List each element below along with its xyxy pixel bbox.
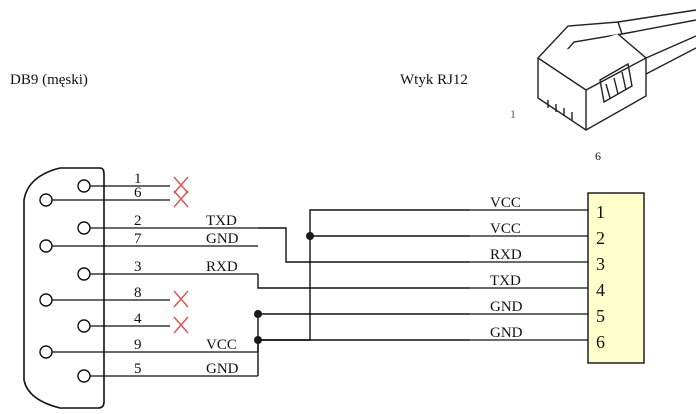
db9-signal-label-5: GND <box>206 361 239 377</box>
rj12-pin-number-5: 5 <box>596 306 605 326</box>
db9-signal-label-9: VCC <box>206 337 237 353</box>
rj12-plug-drawing <box>537 9 696 131</box>
rj12-pin-number-4: 4 <box>596 280 605 300</box>
wire-db9-2-to-rj12-3 <box>258 227 470 263</box>
db9-pin-number-1: 1 <box>134 171 142 187</box>
rj12-pin-number-3: 3 <box>596 254 605 274</box>
db9-pin-circle-8 <box>39 293 53 307</box>
rj12-pin-number-2: 2 <box>596 228 605 248</box>
rj12-drawing-pin1: 1 <box>510 107 516 121</box>
db9-pin-number-2: 2 <box>134 213 142 229</box>
db9-signal-label-3: RXD <box>206 259 238 275</box>
junction-dot-gnd-6 <box>254 336 262 344</box>
db9-pin-number-5: 5 <box>134 361 142 377</box>
wire-vcc-bus <box>257 209 470 352</box>
rj12-title: Wtyk RJ12 <box>400 72 468 88</box>
no-connect-mark-8 <box>173 290 189 308</box>
junction-dot-vcc <box>306 232 314 240</box>
db9-pin-number-8: 8 <box>134 285 142 301</box>
db9-pin-number-3: 3 <box>134 259 142 275</box>
db9-pin-number-9: 9 <box>134 337 142 353</box>
no-connect-mark-1 <box>173 176 189 194</box>
no-connect-mark-6 <box>173 190 189 208</box>
rj12-pin-number-1: 1 <box>596 202 605 222</box>
db9-pin-circle-3 <box>77 267 91 281</box>
db9-signal-label-2: TXD <box>206 213 237 229</box>
rj12-signal-label-5: GND <box>490 299 523 315</box>
rj12-signal-label-6: GND <box>490 325 523 341</box>
db9-signal-label-7: GND <box>206 231 239 247</box>
rj12-signal-label-3: RXD <box>490 247 522 263</box>
db9-pin-number-4: 4 <box>134 311 142 327</box>
db9-pin-circle-4 <box>77 319 91 333</box>
rj12-signal-label-2: VCC <box>490 221 521 237</box>
db9-pin-circle-1 <box>77 179 91 193</box>
junction-dot-gnd-5 <box>254 310 262 318</box>
rj12-pin-box <box>587 192 645 364</box>
db9-pin-number-7: 7 <box>134 231 142 247</box>
db9-shell <box>23 167 105 409</box>
wire-db9-3-to-rj12-4 <box>257 274 470 289</box>
db9-pin-circle-6 <box>39 193 53 207</box>
rj12-pin-number-6: 6 <box>596 332 605 352</box>
db9-pin-circle-9 <box>39 345 53 359</box>
db9-pin-circle-2 <box>77 221 91 235</box>
db9-pin-circle-7 <box>39 239 53 253</box>
db9-pin-circle-5 <box>77 369 91 383</box>
rj12-signal-label-4: TXD <box>490 273 521 289</box>
no-connect-mark-4 <box>173 316 189 334</box>
rj12-drawing-pin6: 6 <box>595 149 601 163</box>
rj12-signal-label-1: VCC <box>490 195 521 211</box>
db9-title: DB9 (męski) <box>10 72 88 88</box>
db9-pin-number-6: 6 <box>134 185 142 201</box>
